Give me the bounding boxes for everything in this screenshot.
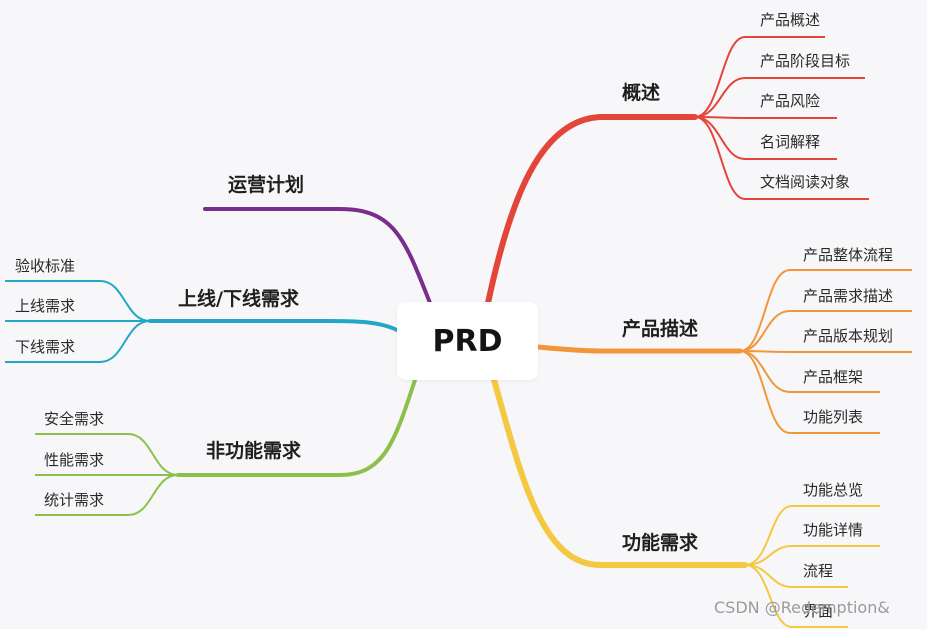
watermark: CSDN @Redemption& bbox=[714, 598, 890, 617]
branch-label-functional[interactable]: 功能需求 bbox=[622, 532, 699, 554]
leaf-link-product-desc-4 bbox=[739, 350, 880, 434]
leaf-functional-0[interactable]: 功能总览 bbox=[803, 481, 864, 499]
leaf-product-desc-2[interactable]: 产品版本规划 bbox=[803, 327, 894, 345]
leaf-functional-1[interactable]: 功能详情 bbox=[803, 521, 864, 539]
branch-label-launch[interactable]: 上线/下线需求 bbox=[178, 288, 299, 310]
root-node[interactable]: PRD bbox=[397, 302, 538, 380]
leaf-product-desc-4[interactable]: 功能列表 bbox=[803, 408, 864, 426]
leaf-functional-2[interactable]: 流程 bbox=[803, 562, 834, 580]
leaf-link-overview-1 bbox=[694, 77, 865, 118]
leaf-link-product-desc-0 bbox=[739, 269, 912, 352]
branch-link-operations bbox=[203, 207, 432, 305]
leaf-launch-1[interactable]: 上线需求 bbox=[15, 297, 76, 315]
leaf-link-functional-2 bbox=[744, 564, 848, 588]
leaf-link-product-desc-1 bbox=[739, 310, 912, 352]
leaf-functional-3[interactable]: 界面 bbox=[803, 602, 834, 620]
leaf-overview-3[interactable]: 名词解释 bbox=[760, 133, 821, 151]
leaf-link-product-desc-2 bbox=[739, 350, 912, 353]
leaf-link-launch-0 bbox=[5, 280, 151, 322]
leaf-link-overview-0 bbox=[694, 36, 825, 118]
leaf-launch-2[interactable]: 下线需求 bbox=[15, 338, 76, 356]
branch-link-nonfunctional bbox=[176, 378, 417, 477]
leaf-link-functional-1 bbox=[744, 545, 880, 566]
branch-link-launch bbox=[148, 319, 399, 332]
branch-link-product-desc bbox=[535, 344, 743, 354]
leaf-link-overview-2 bbox=[694, 116, 837, 119]
leaf-link-product-desc-3 bbox=[739, 350, 880, 393]
leaf-nonfunctional-0[interactable]: 安全需求 bbox=[44, 410, 105, 428]
leaf-product-desc-3[interactable]: 产品框架 bbox=[803, 368, 864, 386]
leaf-link-overview-3 bbox=[694, 116, 837, 160]
leaf-overview-0[interactable]: 产品概述 bbox=[760, 11, 821, 29]
leaf-launch-0[interactable]: 验收标准 bbox=[15, 257, 76, 275]
leaf-product-desc-1[interactable]: 产品需求描述 bbox=[803, 287, 894, 305]
branch-link-overview bbox=[485, 114, 698, 306]
leaf-link-functional-0 bbox=[744, 505, 880, 566]
leaf-link-nonfunctional-0 bbox=[35, 433, 179, 476]
leaf-link-launch-2 bbox=[5, 320, 151, 363]
branch-label-nonfunctional[interactable]: 非功能需求 bbox=[206, 440, 302, 462]
leaf-overview-4[interactable]: 文档阅读对象 bbox=[760, 173, 851, 191]
branch-label-operations[interactable]: 运营计划 bbox=[228, 174, 305, 196]
leaf-product-desc-0[interactable]: 产品整体流程 bbox=[803, 246, 894, 264]
branch-label-overview[interactable]: 概述 bbox=[622, 82, 661, 104]
leaf-nonfunctional-2[interactable]: 统计需求 bbox=[44, 491, 105, 509]
leaf-link-functional-3 bbox=[744, 564, 848, 628]
branch-link-functional bbox=[491, 377, 748, 568]
leaf-link-nonfunctional-2 bbox=[35, 474, 179, 516]
branch-label-product-desc[interactable]: 产品描述 bbox=[622, 318, 699, 340]
root-label: PRD bbox=[432, 323, 503, 359]
leaf-link-overview-4 bbox=[694, 116, 869, 200]
leaf-nonfunctional-1[interactable]: 性能需求 bbox=[44, 451, 105, 469]
leaf-overview-1[interactable]: 产品阶段目标 bbox=[760, 52, 851, 70]
leaf-overview-2[interactable]: 产品风险 bbox=[760, 92, 821, 110]
